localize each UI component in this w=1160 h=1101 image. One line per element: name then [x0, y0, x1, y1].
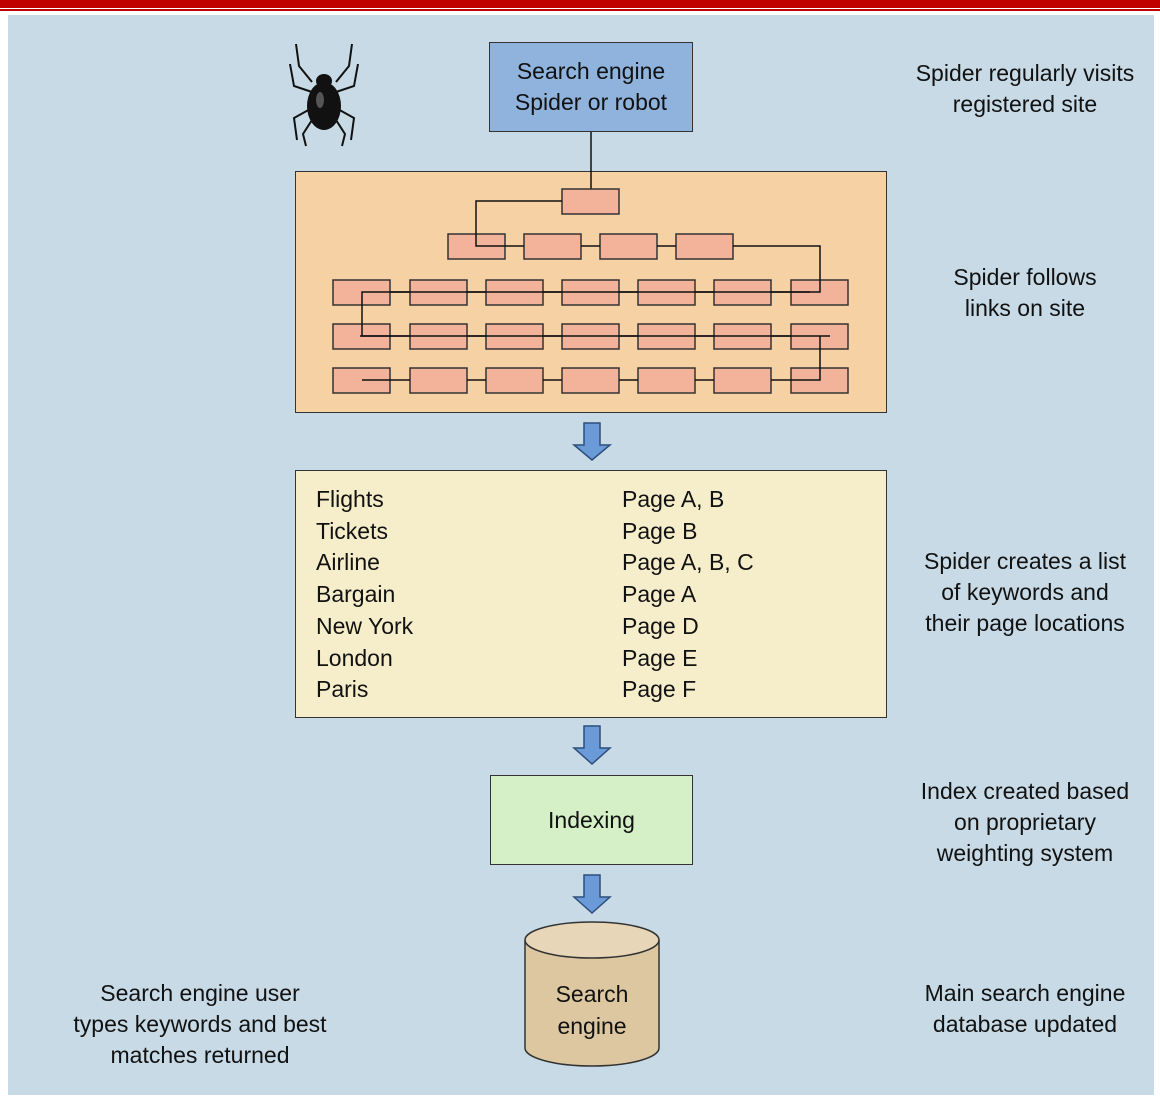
spider-robot-box: Search engine Spider or robot — [489, 42, 693, 132]
caption-spider-visits: Spider regularly visits registered site — [895, 58, 1155, 120]
caption-line: Spider creates a list — [924, 548, 1126, 574]
database-cylinder-icon — [524, 921, 660, 1067]
indexing-label: Indexing — [548, 806, 635, 833]
keyword-pages: Page D — [622, 613, 699, 639]
page-node — [485, 367, 544, 394]
page-node — [561, 367, 620, 394]
caption-line: on proprietary — [954, 809, 1096, 835]
caption-line: Spider follows — [953, 264, 1097, 290]
database-label-line1: Search — [555, 981, 629, 1007]
crawl-link — [475, 200, 562, 247]
keyword-word: Bargain — [316, 581, 396, 607]
spider-box-line2: Spider or robot — [514, 89, 668, 115]
caption-database-updated: Main search engine database updated — [895, 978, 1155, 1040]
caption-index-created: Index created based on proprietary weigh… — [895, 776, 1155, 869]
caption-line: registered site — [952, 91, 1098, 117]
caption-user-search: Search engine user types keywords and be… — [40, 978, 360, 1071]
top-accent-bar — [0, 0, 1160, 8]
caption-line: matches returned — [110, 1042, 290, 1068]
keyword-word: Flights — [316, 486, 384, 512]
caption-line: types keywords and best — [73, 1011, 327, 1037]
down-arrow-icon — [572, 725, 612, 766]
keyword-word: New York — [316, 613, 414, 639]
keyword-pages: Page F — [622, 676, 697, 702]
keyword-word: Paris — [316, 676, 369, 702]
caption-line: links on site — [964, 295, 1086, 321]
keyword-pages: Page B — [622, 518, 698, 544]
database-label-line2: engine — [557, 1013, 627, 1039]
keyword-word: Tickets — [316, 518, 388, 544]
keyword-pages: Page A, B, C — [622, 549, 754, 575]
caption-line: Search engine user — [100, 980, 300, 1006]
caption-line: database updated — [932, 1011, 1118, 1037]
crawl-link — [360, 335, 830, 381]
page-node — [599, 233, 658, 260]
down-arrow-3 — [572, 874, 612, 915]
caption-spider-creates: Spider creates a list of keywords and th… — [895, 546, 1155, 639]
keyword-pages: Page A, B — [622, 486, 725, 512]
keyword-list-box — [295, 470, 887, 718]
down-arrow-2 — [572, 725, 612, 766]
page-node — [409, 367, 468, 394]
crawl-link — [505, 245, 821, 293]
page-node — [713, 367, 772, 394]
page-node — [561, 188, 620, 215]
keyword-word: London — [316, 645, 393, 671]
down-arrow-icon — [572, 874, 612, 915]
caption-line: Index created based — [920, 778, 1130, 804]
caption-line: weighting system — [936, 840, 1114, 866]
caption-spider-follows: Spider follows links on site — [895, 262, 1155, 324]
caption-line: Spider regularly visits — [915, 60, 1135, 86]
caption-line: their page locations — [925, 610, 1125, 636]
crawl-path — [360, 200, 830, 381]
caption-line: Main search engine — [924, 980, 1126, 1006]
site-page-nodes — [332, 188, 849, 394]
down-arrow-icon — [571, 422, 613, 461]
keyword-pages: Page A — [622, 581, 697, 607]
page-node — [675, 233, 734, 260]
page-node — [637, 367, 696, 394]
spider-box-line1: Search engine — [516, 58, 666, 84]
caption-line: of keywords and — [941, 579, 1109, 605]
indexing-box: Indexing — [490, 775, 693, 865]
down-arrow-1 — [571, 422, 613, 461]
page-node — [523, 233, 582, 260]
keyword-pages: Page E — [622, 645, 698, 671]
database-label: Search engine — [525, 978, 659, 1042]
top-accent-line — [0, 9, 1160, 11]
keyword-word: Airline — [316, 549, 380, 575]
